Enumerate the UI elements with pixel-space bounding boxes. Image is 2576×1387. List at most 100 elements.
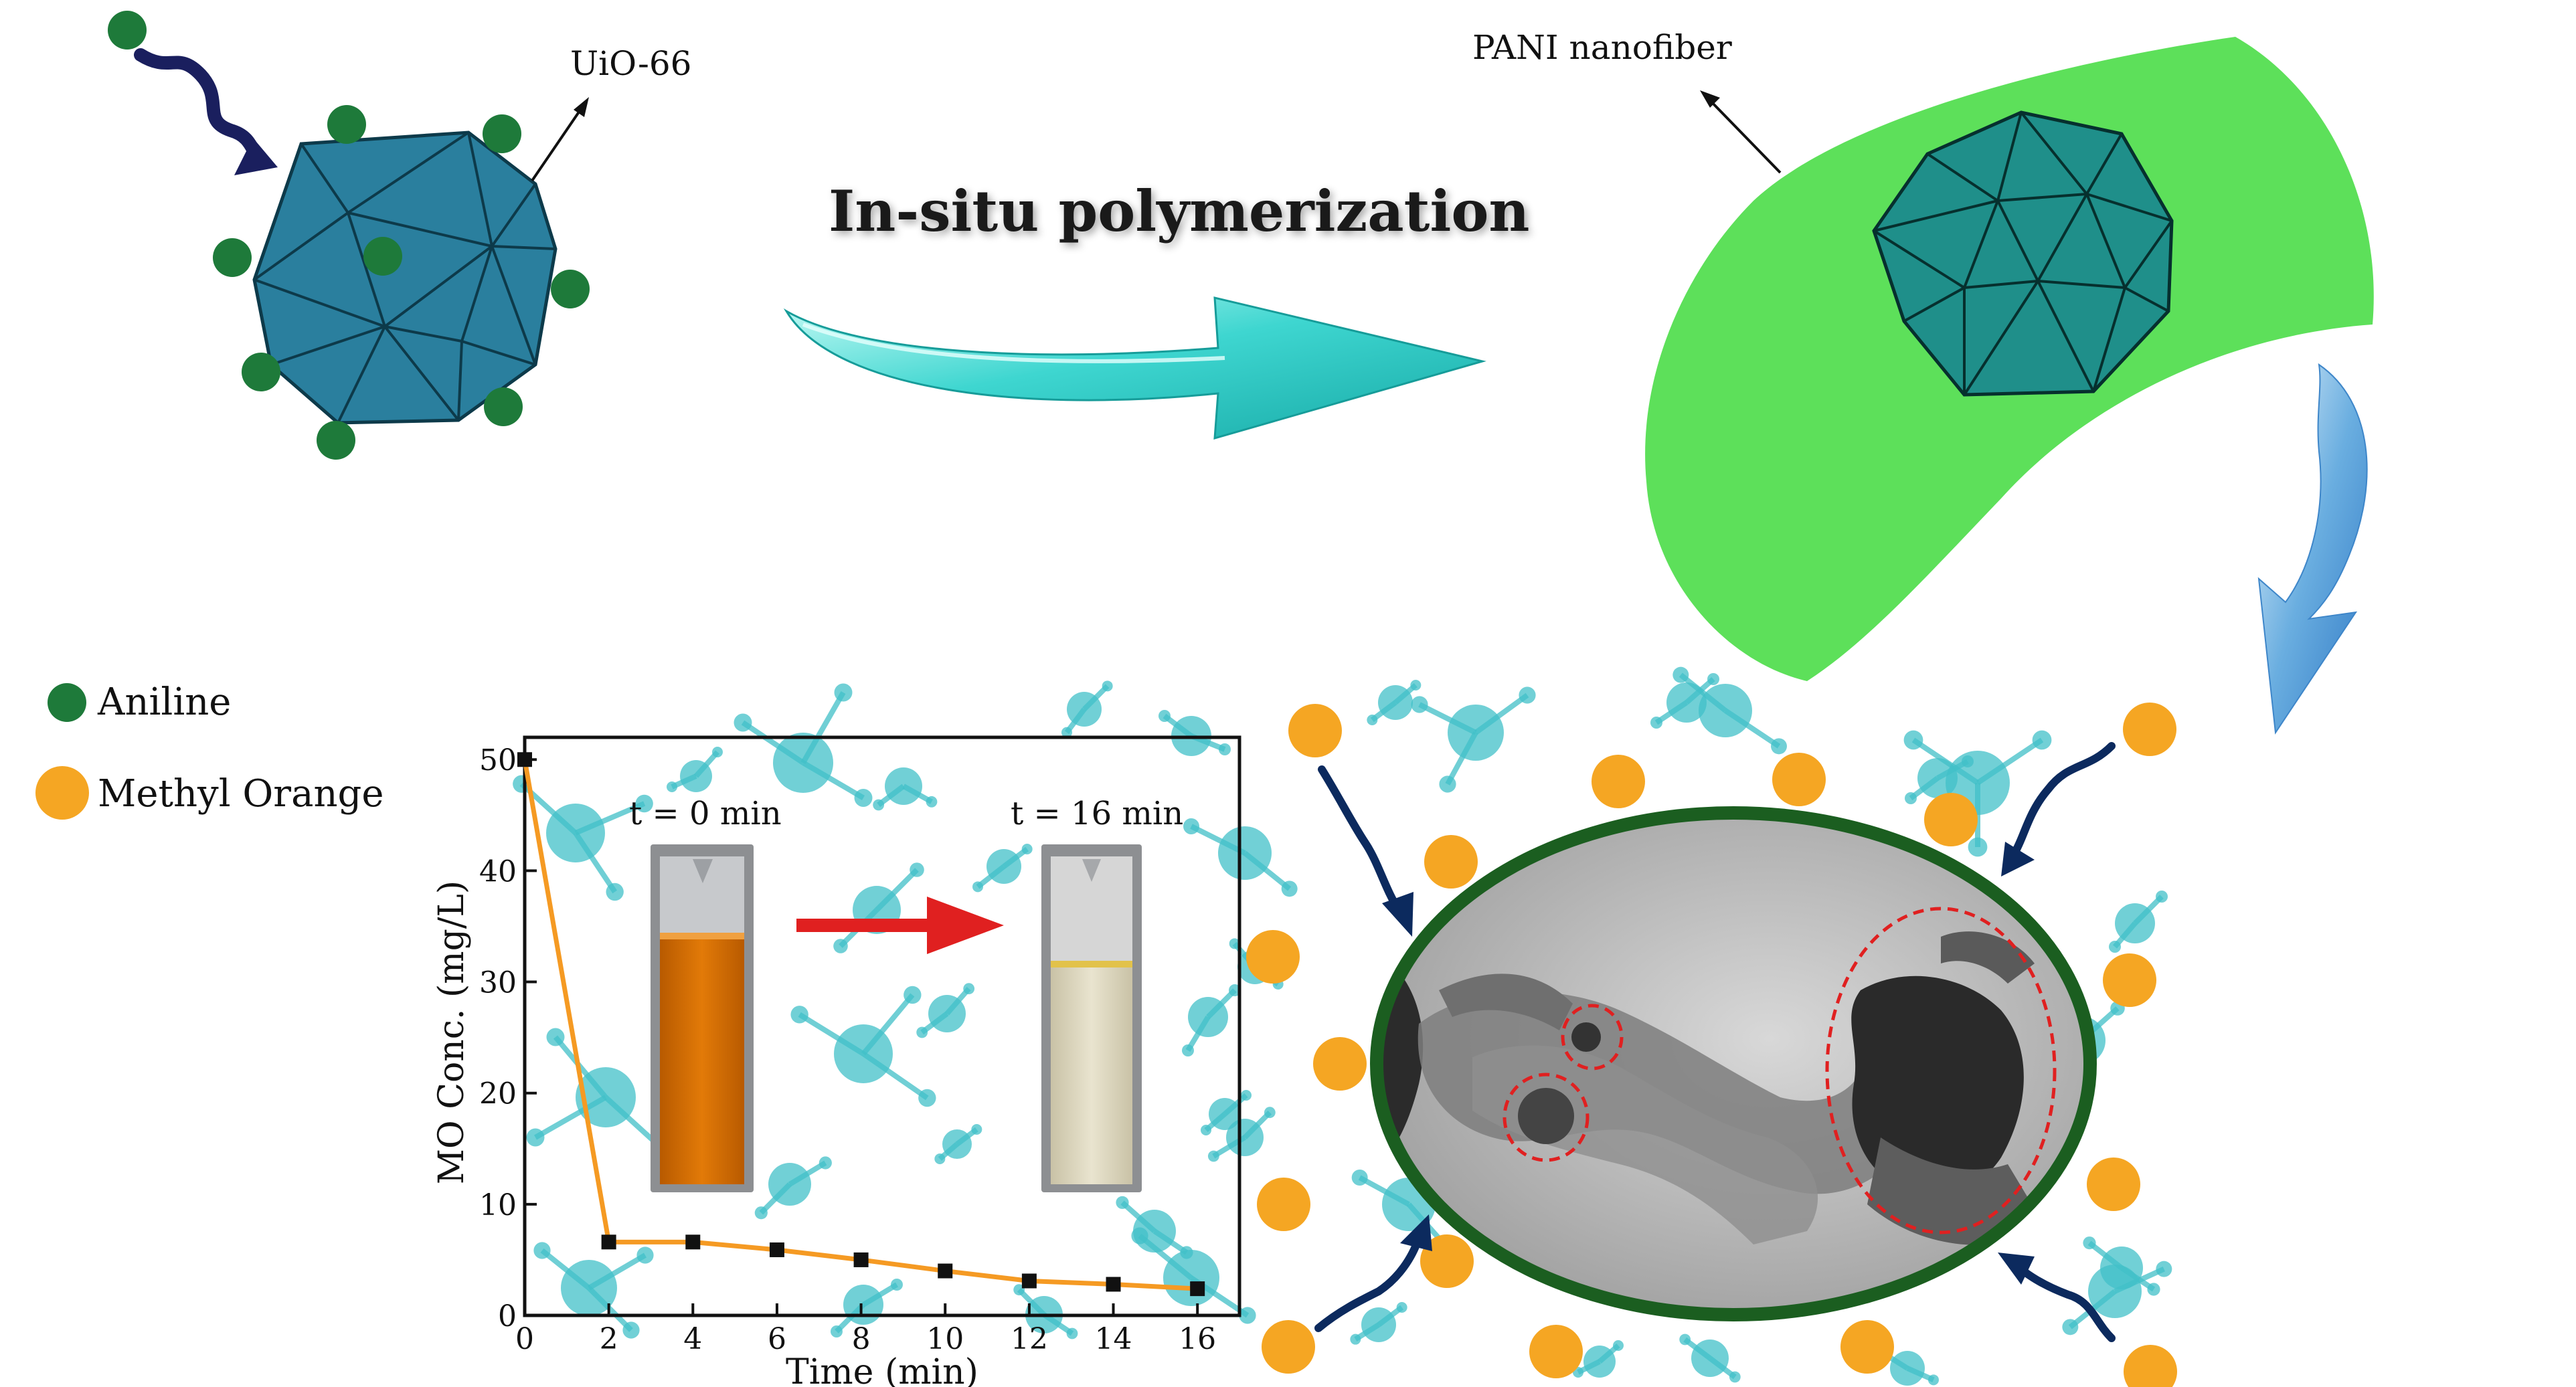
data-point [601, 1234, 616, 1250]
y-axis-label: MO Conc. (mg/L) [432, 881, 472, 1184]
molecule-atom [1396, 1302, 1407, 1313]
data-point [853, 1252, 869, 1267]
molecule-atom [526, 1128, 545, 1147]
tem-image [1377, 931, 2048, 1245]
molecule-atom [2062, 1319, 2079, 1335]
molecule-atom [1102, 680, 1113, 692]
photo-label-after: t = 16 min [1011, 795, 1183, 832]
molecule-atom [2032, 730, 2052, 750]
molecule-atom [606, 883, 624, 901]
molecule-core [885, 767, 922, 805]
molecule-atom [1158, 710, 1171, 722]
molecule-atom [2147, 1283, 2160, 1296]
molecule-core [1583, 1346, 1616, 1378]
molecule-core [1699, 684, 1752, 737]
molecule-atom [1229, 938, 1240, 949]
molecule-atom [971, 1124, 982, 1135]
y-tick-label: 10 [479, 1188, 517, 1222]
adsorption-arrowheads [1382, 842, 2035, 1285]
x-tick-label: 10 [926, 1322, 964, 1356]
legend: Aniline Methyl Orange [35, 680, 384, 820]
molecule-core [1163, 1250, 1219, 1306]
molecule-atom [972, 881, 983, 893]
uio66-label: UiO-66 [570, 44, 691, 83]
molecule-atom [1264, 1107, 1276, 1119]
molecule-core [942, 1129, 972, 1159]
tem-panel [1370, 806, 2097, 1321]
molecule-atom [1367, 715, 1378, 725]
molecule-core [1209, 1098, 1241, 1130]
legend-label-methyl-orange: Methyl Orange [98, 772, 384, 816]
molecule-atom [1207, 1150, 1219, 1162]
cuvette-before [651, 844, 754, 1192]
molecule-atom [918, 1089, 936, 1107]
molecule-atom [1672, 666, 1689, 683]
molecule-atom [1519, 686, 1536, 704]
molecule-atom [934, 1153, 946, 1164]
molecule-core [2115, 903, 2155, 943]
molecule-atom [1411, 696, 1428, 713]
molecule-atom [1707, 673, 1719, 685]
uio66-label-group: UiO-66 [531, 44, 691, 182]
molecule-atom [2156, 1261, 2172, 1277]
cuvette-photos: t = 0 min t = 16 min [629, 795, 1183, 1192]
molecule-atom [1201, 1125, 1211, 1135]
molecule-atom [1116, 1196, 1129, 1209]
x-tick-label: 0 [515, 1322, 534, 1356]
y-tick-label: 40 [479, 854, 517, 889]
molecule-atom [1131, 1227, 1148, 1244]
molecule-atom [1905, 792, 1917, 804]
molecule-atom [1771, 738, 1787, 755]
molecule-core [546, 804, 605, 862]
molecule-atom [635, 794, 653, 813]
molecule-atom [1613, 1340, 1624, 1351]
molecule-atom [1968, 837, 1988, 857]
legend-item-aniline: Aniline [48, 680, 231, 724]
molecule-atom [873, 799, 885, 811]
molecule-core [986, 849, 1021, 884]
molecule-atom [1410, 680, 1422, 690]
pani-label-group: PANI nanofiber [1472, 28, 1782, 174]
y-tick-label: 50 [479, 743, 517, 777]
x-tick-label: 12 [1011, 1322, 1048, 1356]
pani-label: PANI nanofiber [1472, 28, 1732, 67]
molecule-core [843, 1285, 883, 1325]
blue-down-arrow [2257, 363, 2368, 735]
uio66-on-pani [1872, 110, 2174, 397]
legend-item-methyl-orange: Methyl Orange [35, 766, 384, 820]
data-point [1190, 1281, 1205, 1297]
molecule-atom [926, 796, 938, 808]
data-point [685, 1234, 701, 1250]
process-label: In-situ polymerization [829, 178, 1529, 244]
y-tick-label: 20 [479, 1077, 517, 1111]
molecule-atom [1679, 1333, 1691, 1346]
molecule-atom [636, 1246, 654, 1264]
data-point [1106, 1277, 1121, 1292]
molecule-core [1361, 1307, 1396, 1342]
molecule-core [773, 733, 833, 793]
aniline-dots [108, 11, 590, 460]
molecule-core [1067, 692, 1102, 727]
molecule-atom [1066, 1327, 1078, 1339]
molecule-atom [1928, 1374, 1939, 1386]
x-tick-label: 14 [1095, 1322, 1132, 1356]
molecule-core [2088, 1265, 2142, 1318]
y-tick-label: 0 [498, 1299, 517, 1333]
adsorption-arrows [1314, 742, 2116, 1342]
molecule-atom [1013, 1284, 1025, 1296]
molecule-atom [1439, 775, 1456, 793]
legend-label-aniline: Aniline [97, 680, 231, 724]
molecule-core [834, 1024, 893, 1083]
photo-label-before: t = 0 min [629, 795, 782, 832]
cuvette-after [1041, 844, 1142, 1192]
molecule-core [1890, 1351, 1925, 1386]
molecule-atom [1241, 1090, 1252, 1101]
x-tick-label: 16 [1179, 1322, 1216, 1356]
molecule-atom [854, 789, 873, 807]
molecule-core [1218, 826, 1272, 880]
molecule-core [561, 1260, 617, 1316]
molecule-atom [1351, 1170, 1368, 1186]
molecule-core [576, 1067, 636, 1127]
methyl-orange-dots [1246, 703, 2177, 1387]
molecule-core [768, 1163, 811, 1206]
